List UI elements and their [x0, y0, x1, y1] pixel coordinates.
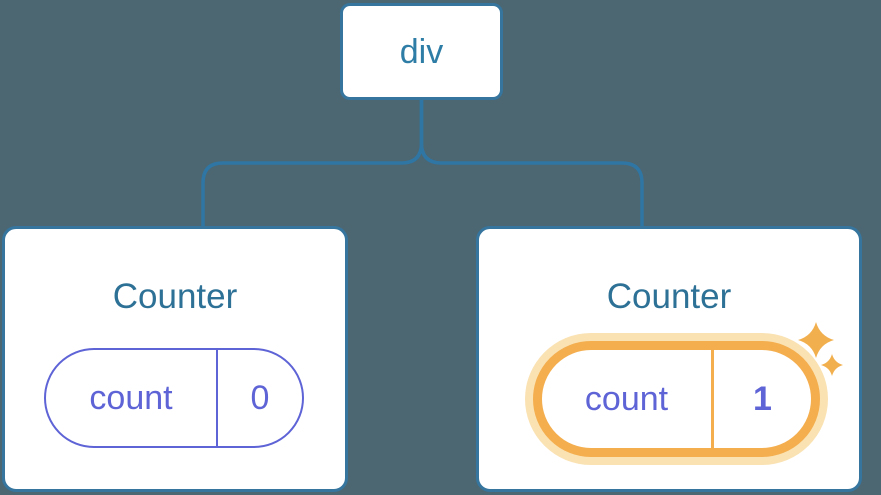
state-value-label: 1	[753, 380, 772, 418]
connector-left	[201, 100, 424, 227]
state-update-sparkles	[798, 322, 843, 376]
state-pill: count 0	[44, 348, 304, 448]
root-node-label: div	[399, 32, 444, 71]
sparkle-icon-small	[821, 354, 843, 376]
connector-right	[419, 100, 644, 227]
state-key-cell: count	[542, 350, 711, 448]
state-key-cell: count	[46, 350, 216, 446]
state-value-cell: 1	[711, 350, 811, 448]
component-title: Counter	[606, 277, 732, 316]
state-key-label: count	[89, 379, 173, 417]
counter-card-left: Counter count 0	[2, 226, 348, 492]
state-pill-highlighted: count 1	[533, 341, 820, 457]
root-node-div: div	[340, 3, 503, 100]
state-key-label: count	[584, 380, 669, 418]
counter-card-right: Counter count 1	[476, 226, 862, 492]
state-value-cell: 0	[216, 350, 302, 446]
component-title: Counter	[112, 277, 238, 316]
state-value-label: 0	[250, 379, 270, 417]
sparkle-icon-large	[798, 322, 834, 358]
